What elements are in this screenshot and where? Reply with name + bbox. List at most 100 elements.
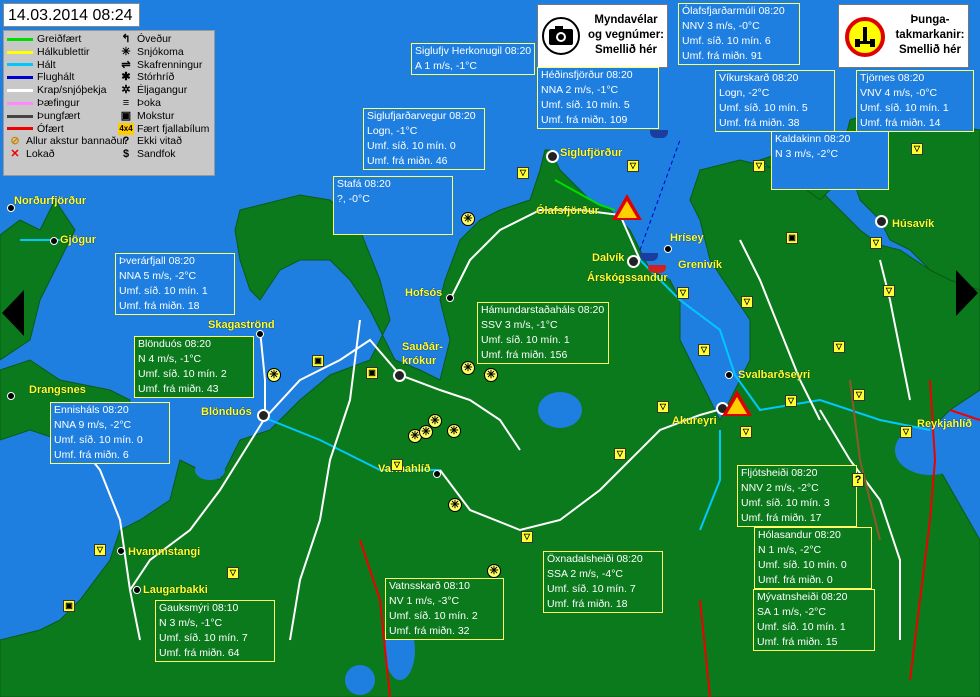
snow-plow-icon[interactable]: ▣ xyxy=(63,600,75,612)
town-marker-laugarbakki[interactable] xyxy=(133,586,141,594)
town-marker-hofsos[interactable] xyxy=(446,294,454,302)
town-marker-varmahlid[interactable] xyxy=(433,470,441,478)
town-marker-saudarkrokur[interactable] xyxy=(393,369,406,382)
traffic-counter-icon[interactable]: ▽ xyxy=(911,143,923,155)
station-traffic-10min: Umf. síð. 10 mín. 0 xyxy=(367,140,456,152)
town-marker-hvammstangi[interactable] xyxy=(117,547,125,555)
town-label-gjogur[interactable]: Gjögur xyxy=(60,234,97,246)
station-hedinsfjordur[interactable]: Héðinsfjörður 08:20 NNA 2 m/s, -1°C Umf.… xyxy=(537,67,659,129)
town-label-arskogssandur[interactable]: Árskógssandur xyxy=(587,272,668,284)
town-label-husavik[interactable]: Húsavík xyxy=(892,218,935,230)
town-marker-husavik[interactable] xyxy=(875,215,888,228)
station-fljotsheidi[interactable]: Fljótsheiði 08:20 NNV 2 m/s, -2°C Umf. s… xyxy=(737,465,857,527)
town-label-hvammstangi[interactable]: Hvammstangi xyxy=(128,546,201,558)
traffic-counter-icon[interactable]: ▽ xyxy=(627,160,639,172)
town-marker-drangsnes[interactable] xyxy=(7,392,15,400)
traffic-counter-icon[interactable]: ▽ xyxy=(517,167,529,179)
town-marker-blonduos[interactable] xyxy=(257,409,270,422)
town-marker-dalvik[interactable] xyxy=(627,255,640,268)
snowfall-icon[interactable]: ✳ xyxy=(461,361,475,375)
town-label-akureyri[interactable]: Akureyri xyxy=(672,415,717,427)
town-marker-skagastrond[interactable] xyxy=(256,330,264,338)
ferry-icon[interactable] xyxy=(650,130,668,138)
traffic-counter-icon[interactable]: ▽ xyxy=(698,344,710,356)
station-vatnsskard[interactable]: Vatnsskarð 08:10 NV 1 m/s, -3°C Umf. síð… xyxy=(385,578,504,640)
station-traffic-midnight: Umf. frá miðn. 15 xyxy=(757,636,838,648)
town-marker-gjogur[interactable] xyxy=(50,237,58,245)
traffic-counter-icon[interactable]: ▽ xyxy=(677,287,689,299)
station-gauksmyri[interactable]: Gauksmýri 08:10 N 3 m/s, -1°C Umf. síð. … xyxy=(155,600,275,662)
snowfall-icon[interactable]: ✳ xyxy=(267,368,281,382)
load-restrictions-link-button[interactable]: Þunga- takmarkanir: Smellið hér xyxy=(838,4,969,68)
snowfall-icon[interactable]: ✳ xyxy=(428,414,442,428)
road-work-warning-icon[interactable] xyxy=(612,194,642,220)
station-siglufjardarvegur[interactable]: Siglufjarðarvegur 08:20 Logn, -1°C Umf. … xyxy=(363,108,485,170)
station-siglufjv-herkonugil[interactable]: Siglufjv Herkonugil 08:20 A 1 m/s, -1°C xyxy=(411,43,535,75)
snow-plow-icon[interactable]: ▣ xyxy=(312,355,324,367)
station-wind-temp: N 3 m/s, -1°C xyxy=(159,617,223,629)
ferry-icon[interactable] xyxy=(640,253,658,261)
traffic-counter-icon[interactable]: ▽ xyxy=(753,160,765,172)
town-label-siglufjordur[interactable]: Siglufjörður xyxy=(560,147,623,159)
town-label-grenivik[interactable]: Grenivík xyxy=(678,259,723,271)
station-tjornes[interactable]: Tjörnes 08:20 VNV 4 m/s, -0°C Umf. síð. … xyxy=(856,70,974,132)
town-label-reykjahlid[interactable]: Reykjahlíð xyxy=(917,418,973,430)
traffic-counter-icon[interactable]: ▽ xyxy=(870,237,882,249)
snowfall-icon[interactable]: ✳ xyxy=(461,212,475,226)
town-label-drangsnes[interactable]: Drangsnes xyxy=(29,384,86,396)
pan-right-arrow-icon[interactable] xyxy=(956,270,978,316)
traffic-counter-icon[interactable]: ▽ xyxy=(900,426,912,438)
town-label-saudarkrokur[interactable]: Sauðár- krókur xyxy=(402,341,443,367)
station-oxnadalsheidi[interactable]: Öxnadalsheiði 08:20 SSA 2 m/s, -4°C Umf.… xyxy=(543,551,663,613)
town-label-laugarbakki[interactable]: Laugarbakki xyxy=(143,584,208,596)
traffic-counter-icon[interactable]: ▽ xyxy=(657,401,669,413)
town-marker-siglufjordur[interactable] xyxy=(546,150,559,163)
traffic-counter-icon[interactable]: ▽ xyxy=(741,296,753,308)
snow-plow-icon[interactable]: ▣ xyxy=(786,232,798,244)
station-holasandur[interactable]: Hólasandur 08:20 N 1 m/s, -2°C Umf. síð.… xyxy=(754,527,872,589)
traffic-counter-icon[interactable]: ▽ xyxy=(740,426,752,438)
traffic-counter-icon[interactable]: ▽ xyxy=(785,395,797,407)
road-work-warning-icon[interactable] xyxy=(722,390,752,416)
snow-plow-icon[interactable]: ▣ xyxy=(366,367,378,379)
town-label-dalvik[interactable]: Dalvík xyxy=(592,252,625,264)
traffic-counter-icon[interactable]: ▽ xyxy=(614,448,626,460)
town-label-hrisey[interactable]: Hrísey xyxy=(670,232,704,244)
town-marker-nordurfjordur[interactable] xyxy=(7,204,15,212)
town-label-varmahlid[interactable]: Varmahlíð xyxy=(378,463,431,475)
unknown-icon[interactable]: ? xyxy=(852,473,864,487)
station-myvatnsheidi[interactable]: Mývatnsheiði 08:20 SA 1 m/s, -2°C Umf. s… xyxy=(753,589,875,651)
traffic-counter-icon[interactable]: ▽ xyxy=(94,544,106,556)
station-blonduos[interactable]: Blönduós 08:20 N 4 m/s, -1°C Umf. síð. 1… xyxy=(134,336,254,398)
station-hamundarstadahals[interactable]: Hámundarstaðaháls 08:20 SSV 3 m/s, -1°C … xyxy=(477,302,609,364)
traffic-counter-icon[interactable]: ▽ xyxy=(853,389,865,401)
snowfall-icon[interactable]: ✳ xyxy=(448,498,462,512)
town-label-hofsos[interactable]: Hofsós xyxy=(405,287,443,299)
town-marker-svalbardseyri[interactable] xyxy=(725,371,733,379)
station-stafa[interactable]: Stafá 08:20 ?, -0°C xyxy=(333,176,453,235)
town-label-blonduos[interactable]: Blönduós xyxy=(201,406,252,418)
traffic-counter-icon[interactable]: ▽ xyxy=(391,459,403,471)
traffic-counter-icon[interactable]: ▽ xyxy=(227,567,239,579)
ferry-icon[interactable] xyxy=(648,265,666,273)
pan-left-arrow-icon[interactable] xyxy=(2,290,24,336)
station-vikurskard[interactable]: Víkurskarð 08:20 Logn, -2°C Umf. síð. 10… xyxy=(715,70,835,132)
town-label-nordurfjordur[interactable]: Norðurfjörður xyxy=(14,195,87,207)
station-ennishals[interactable]: Ennisháls 08:20 NNA 9 m/s, -2°C Umf. síð… xyxy=(50,402,170,464)
traffic-counter-icon[interactable]: ▽ xyxy=(521,531,533,543)
snowfall-icon[interactable]: ✳ xyxy=(419,425,433,439)
snowfall-icon[interactable]: ✳ xyxy=(487,564,501,578)
town-label-skagastrond[interactable]: Skagaströnd xyxy=(208,319,275,331)
traffic-counter-icon[interactable]: ▽ xyxy=(833,341,845,353)
town-label-olafsfjordur[interactable]: Ólafsfjörður xyxy=(536,205,599,217)
station-kaldakinn[interactable]: Kaldakinn 08:20 N 3 m/s, -2°C xyxy=(771,131,889,190)
station-olafsfjardarmuli[interactable]: Ólafsfjarðarmúli 08:20 NNV 3 m/s, -0°C U… xyxy=(678,3,800,65)
cameras-link-button[interactable]: Myndavélar og vegnúmer: Smellið hér xyxy=(537,4,668,68)
town-marker-hrisey[interactable] xyxy=(664,245,672,253)
station-thverarfjall[interactable]: Þverárfjall 08:20 NNA 5 m/s, -2°C Umf. s… xyxy=(115,253,235,315)
snowfall-icon[interactable]: ✳ xyxy=(484,368,498,382)
snowfall-icon[interactable]: ✳ xyxy=(447,424,461,438)
town-label-svalbardseyri[interactable]: Svalbarðseyri xyxy=(738,369,811,381)
traffic-counter-icon[interactable]: ▽ xyxy=(883,285,895,297)
